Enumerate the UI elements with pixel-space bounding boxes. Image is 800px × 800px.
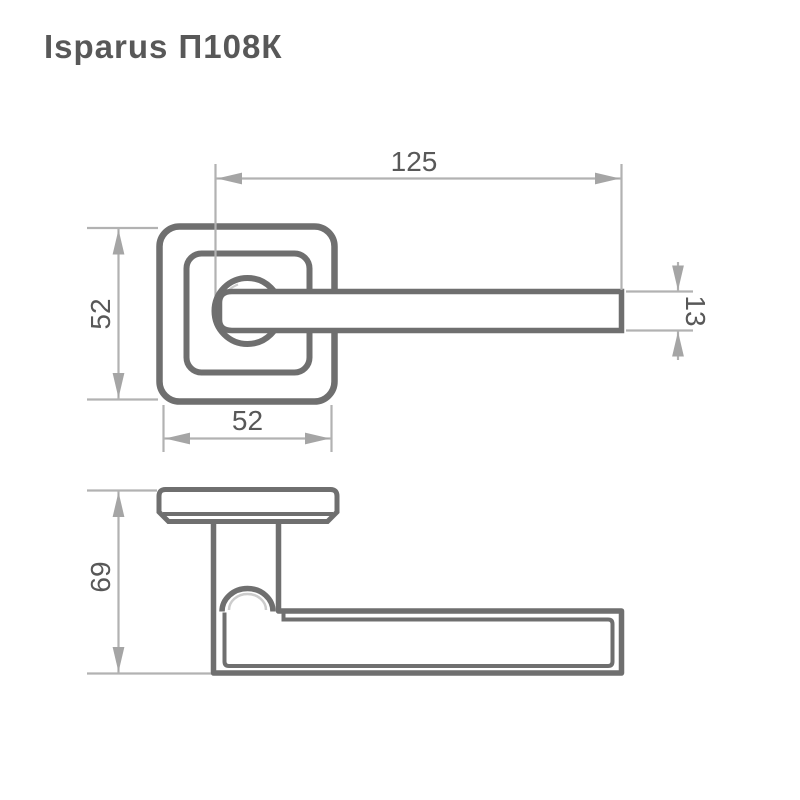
neck-arch bbox=[219, 585, 276, 612]
arrowhead-left bbox=[217, 172, 242, 185]
arrowhead-left bbox=[165, 432, 190, 445]
dimension-lever-length: 125 bbox=[215, 146, 623, 290]
dimension-label: 52 bbox=[85, 298, 116, 329]
arrowhead-right bbox=[305, 432, 330, 445]
arrowhead-top bbox=[112, 492, 125, 517]
front-view bbox=[156, 487, 625, 676]
dimension-lever-thickness: 13 bbox=[626, 262, 711, 360]
arrowhead-bottom bbox=[672, 331, 684, 357]
arrowhead-bottom bbox=[112, 647, 125, 672]
arrowhead-right bbox=[595, 172, 620, 185]
top-view bbox=[156, 164, 625, 405]
dimension-rose-width: 52 bbox=[162, 405, 333, 452]
page-title: Isparus П108К bbox=[44, 28, 283, 65]
arrowhead-bottom bbox=[112, 373, 125, 398]
dimension-label: 52 bbox=[232, 405, 263, 436]
neck-arch-highlight bbox=[227, 592, 268, 611]
grip-inner-contour bbox=[222, 612, 615, 668]
dimension-label: 125 bbox=[391, 146, 438, 177]
handle-body-outline bbox=[210, 521, 625, 676]
arrowhead-top bbox=[672, 265, 684, 291]
dimension-handle-height: 69 bbox=[85, 489, 211, 675]
dimension-rose-height: 52 bbox=[85, 226, 158, 401]
arrowhead-top bbox=[112, 229, 125, 255]
lever-bar-top bbox=[216, 288, 625, 334]
dimension-label: 13 bbox=[680, 295, 711, 326]
rose-plate-side bbox=[156, 487, 340, 524]
dimension-label: 69 bbox=[85, 561, 116, 592]
